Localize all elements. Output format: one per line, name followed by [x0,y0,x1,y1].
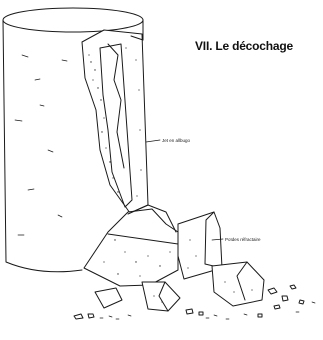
label-refractory-weight: Poïdes réfractaire [225,237,261,242]
pouring-channel [84,205,178,286]
diagram-title: VII. Le décochage [195,39,293,53]
label-jet: Jet en allbugo [162,138,190,143]
broken-core [82,30,148,213]
leader-jet [146,140,160,142]
